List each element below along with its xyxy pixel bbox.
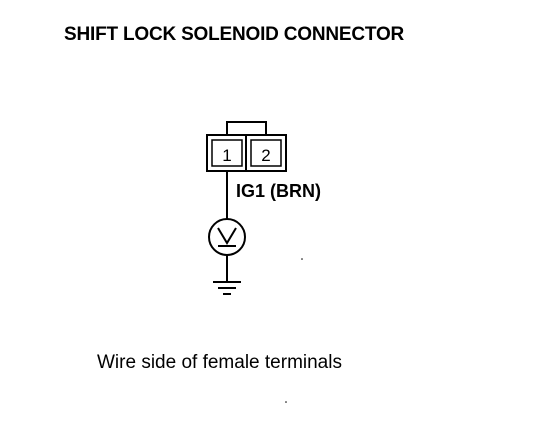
pin-2-label: 2: [261, 146, 270, 165]
diagram-caption: Wire side of female terminals: [97, 352, 342, 373]
ground-icon: [213, 281, 241, 295]
wire-label: IG1 (BRN): [236, 181, 321, 201]
voltmeter-icon: [208, 218, 246, 256]
connector-lock-tab: [226, 121, 267, 136]
speck-mark: [301, 258, 303, 260]
pin-2-cavity: [250, 139, 282, 167]
pin-1-cavity: [211, 139, 243, 167]
speck-mark: [285, 401, 287, 403]
diagram-title: SHIFT LOCK SOLENOID CONNECTOR: [64, 24, 405, 45]
pin-1-label: 1: [222, 146, 231, 165]
